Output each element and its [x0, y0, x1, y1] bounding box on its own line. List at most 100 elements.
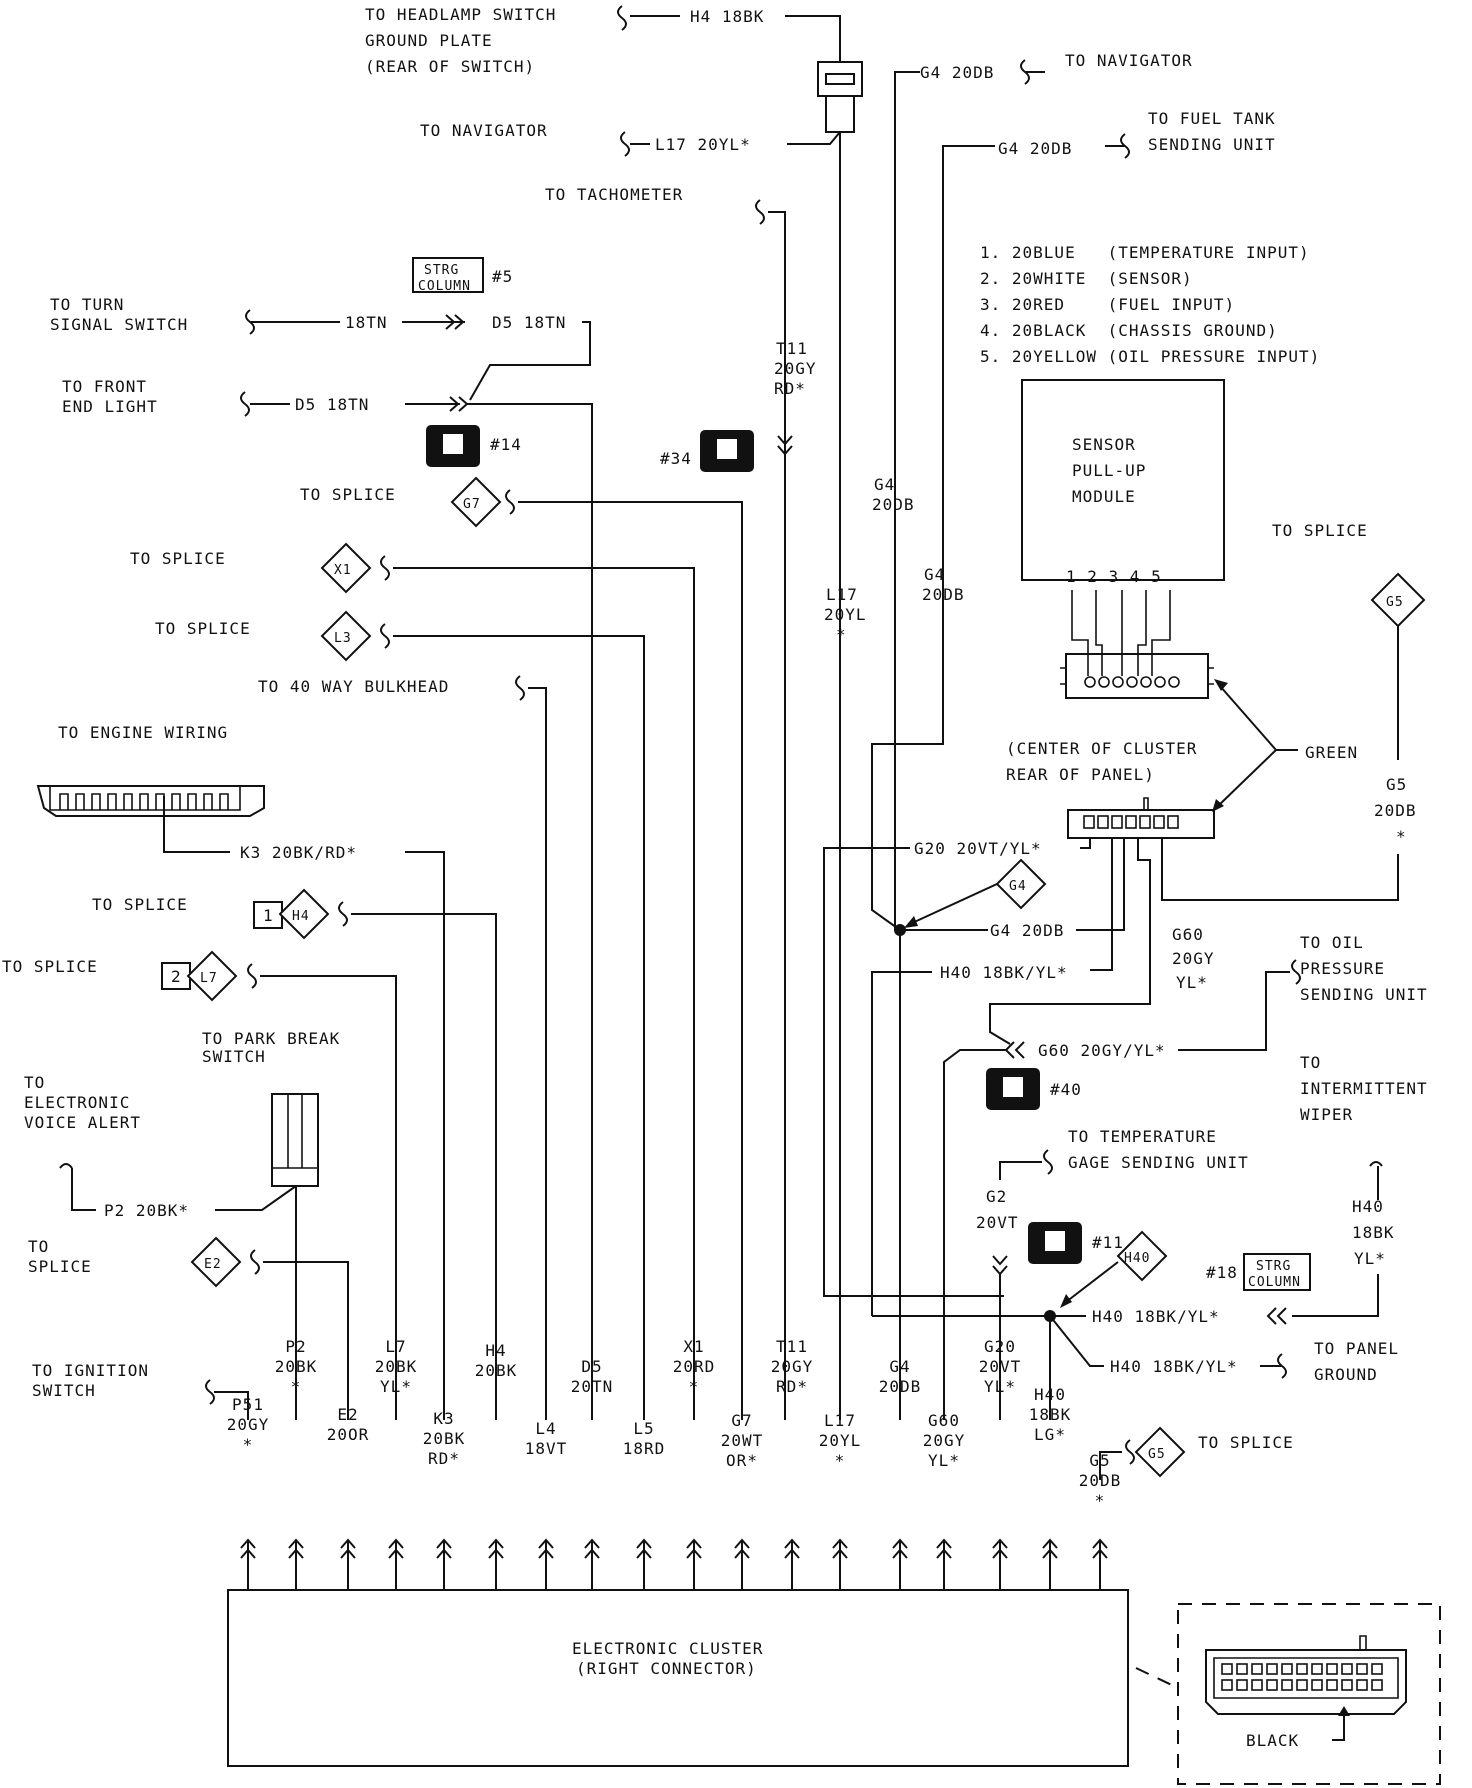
connector-cell	[1311, 1679, 1323, 1691]
legend-3: 3. 20RED (FUEL INPUT)	[980, 295, 1235, 314]
pin-2-label-3: *	[291, 1377, 302, 1396]
wire-h4-pin6	[351, 913, 497, 1420]
g60-label-3: YL*	[1176, 973, 1208, 992]
d5-18tn-a-label: D5 18TN	[492, 313, 566, 332]
pin-1-label-1: P51	[232, 1395, 264, 1414]
engine-wiring-label: TO ENGINE WIRING	[58, 723, 228, 742]
pin-4-label-2: 20BK	[375, 1357, 418, 1376]
cluster-label-1: ELECTRONIC CLUSTER	[572, 1639, 763, 1658]
wire-t11	[768, 211, 786, 1420]
electronic-cluster-connector	[227, 1589, 1129, 1767]
panel-ground-label-1: TO PANEL	[1314, 1339, 1399, 1358]
g4-arrow	[909, 883, 998, 925]
splice-x1-diamond	[320, 542, 372, 594]
to-splice-h4-label: TO SPLICE	[92, 895, 188, 914]
connector-cell	[1236, 1679, 1248, 1691]
bulkhead-label: TO 40 WAY BULKHEAD	[258, 677, 449, 696]
sensor-pin-numbers: 1 2 3 4 5	[1066, 567, 1162, 586]
pin-16-label-1: G4	[889, 1357, 910, 1376]
headlamp-label-2: GROUND PLATE	[365, 31, 493, 50]
l17-label-2: 20YL	[824, 605, 867, 624]
break-mark	[1125, 1439, 1135, 1465]
h40-arrowhead	[1060, 1294, 1072, 1308]
break-mark	[205, 1379, 215, 1405]
pin-20-label-1: H40	[1034, 1385, 1066, 1404]
wire-g20-from-cluster	[1080, 838, 1091, 849]
pin-7-arrow	[538, 1538, 554, 1590]
headlamp-label-1: TO HEADLAMP SWITCH	[365, 5, 556, 24]
pin-4-label-3: YL*	[380, 1377, 412, 1396]
break-mark	[515, 675, 525, 701]
connector-cell	[1326, 1679, 1338, 1691]
pin-17-label-2: 20GY	[923, 1431, 966, 1450]
wire-e2-pin3	[263, 1261, 349, 1420]
k3-wire-label: K3 20BK/RD*	[240, 843, 357, 862]
navigator-right-label: TO NAVIGATOR	[1065, 51, 1193, 70]
l17-label-3: *	[836, 625, 847, 644]
wire-g60-down	[989, 838, 1151, 1045]
g60-label-1: G60	[1172, 925, 1204, 944]
g60-wire-label: G60 20GY/YL*	[1038, 1041, 1166, 1060]
t11-label-2: 20GY	[774, 359, 817, 378]
strg-column-label-1: STRG	[424, 263, 459, 278]
h4-pin-num: 1	[263, 906, 274, 925]
g4-a-label-2: 20DB	[872, 495, 915, 514]
connector-cell	[1356, 1679, 1368, 1691]
g2-arrow	[992, 1255, 1008, 1276]
g2-label-2: 20VT	[976, 1213, 1019, 1232]
pin-13-arrow	[734, 1538, 750, 1590]
cluster-leader	[1135, 1667, 1179, 1689]
h4-wire-label: H4 18BK	[690, 7, 764, 26]
wire-l5-pin9	[393, 635, 645, 1420]
sensor-module-label-3: MODULE	[1072, 487, 1136, 506]
to-splice-e2-label-2: SPLICE	[28, 1257, 92, 1276]
temp-gage-label-1: TO TEMPERATURE	[1068, 1127, 1217, 1146]
oil-label-1: TO OIL	[1300, 933, 1364, 952]
pin-6-arrow	[488, 1538, 504, 1590]
pin-14-arrow	[784, 1538, 800, 1590]
park-brake-label-1: TO PARK BREAK	[202, 1029, 340, 1048]
pin-16-label-2: 20DB	[879, 1377, 922, 1396]
wire-l4-pin7	[528, 687, 547, 1420]
connector-cell	[1251, 1663, 1263, 1675]
splice-g7-diamond	[450, 476, 502, 528]
break-mark	[505, 489, 515, 515]
t11-arrow	[777, 435, 793, 456]
pin-9-label-2: 18RD	[623, 1439, 666, 1458]
splice-g4-label: G4	[1009, 879, 1027, 894]
strg-column-box	[412, 257, 484, 293]
oil-label-2: PRESSURE	[1300, 959, 1385, 978]
pin-15-label-1: L17	[824, 1411, 856, 1430]
splice-l3-diamond	[320, 610, 372, 662]
pin-6-label-1: H4	[485, 1341, 506, 1360]
pin-10-arrow	[686, 1538, 702, 1590]
connector-cell	[1296, 1663, 1308, 1675]
fuel-tank-label-2: SENDING UNIT	[1148, 135, 1276, 154]
front-end-label-2: END LIGHT	[62, 397, 158, 416]
to-splice-g7-label: TO SPLICE	[300, 485, 396, 504]
g60-label-2: 20GY	[1172, 949, 1215, 968]
tachometer-label: TO TACHOMETER	[545, 185, 683, 204]
l17-wire-label: L17 20YL*	[655, 135, 751, 154]
connector-cell	[1281, 1679, 1293, 1691]
legend-2: 2. 20WHITE (SENSOR)	[980, 269, 1193, 288]
voice-alert-label-1: TO	[24, 1073, 45, 1092]
connector-34-label: #34	[660, 449, 692, 468]
turn-signal-label-1: TO TURN	[50, 295, 124, 314]
panel-ground-label-2: GROUND	[1314, 1365, 1378, 1384]
wire-k3-left	[163, 796, 230, 853]
sensor-module	[1021, 379, 1225, 581]
sensor-module-label-1: SENSOR	[1072, 435, 1136, 454]
connector-cell	[1221, 1679, 1233, 1691]
connector-color-arrowhead	[1338, 1706, 1350, 1716]
g2-label-1: G2	[986, 1187, 1007, 1206]
pin-3-label-2: 20OR	[327, 1425, 370, 1444]
wire-h40-right	[1292, 1274, 1379, 1317]
connector-cell	[1296, 1679, 1308, 1691]
connector-11-window	[1045, 1231, 1065, 1251]
strg18-num: #18	[1206, 1263, 1238, 1282]
to-splice-l3-label: TO SPLICE	[155, 619, 251, 638]
wire-h40-from-cluster	[1090, 838, 1113, 971]
connector-40-label: #40	[1050, 1080, 1082, 1099]
pin-8-label-1: D5	[581, 1357, 602, 1376]
